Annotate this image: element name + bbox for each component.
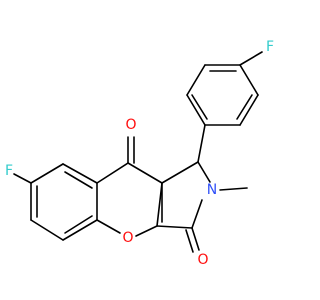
- atom-label-layer: F F O O O N: [5, 39, 274, 268]
- bond: [62, 219, 98, 241]
- atom-label-ring-oxygen: O: [122, 230, 133, 246]
- atom-label-fluorine-aryl: F: [266, 39, 274, 55]
- bond: [239, 64, 259, 96]
- bond: [191, 94, 208, 120]
- bond: [156, 182, 163, 227]
- molecule-drawing: F F O O O N: [4, 39, 275, 268]
- structure-svg: F F O O O N: [5, 39, 274, 268]
- bond: [161, 161, 199, 184]
- atom-label-ketone-oxygen: O: [125, 117, 136, 133]
- bond: [236, 94, 253, 120]
- bond: [186, 94, 206, 126]
- bond: [185, 229, 194, 253]
- bond: [13, 173, 32, 184]
- bond: [239, 51, 263, 66]
- bond: [191, 199, 203, 229]
- bond: [239, 94, 259, 126]
- bond: [64, 215, 93, 234]
- bond: [191, 227, 200, 251]
- bond: [156, 225, 193, 229]
- bond: [197, 124, 206, 163]
- bond: [30, 219, 64, 241]
- atom-label-lactam-oxygen: O: [197, 252, 208, 268]
- bond: [96, 219, 121, 234]
- atom-label-fluorine-chromene: F: [5, 163, 13, 179]
- bond: [30, 163, 64, 184]
- bond-layer: [13, 51, 263, 253]
- bond: [186, 64, 206, 96]
- atom-label-lactam-nitrogen: N: [207, 182, 217, 198]
- bond: [219, 187, 248, 191]
- bond: [96, 162, 129, 184]
- bond: [127, 162, 163, 184]
- bond: [135, 225, 158, 237]
- bond: [197, 161, 211, 183]
- bond: [62, 163, 98, 184]
- bond: [64, 171, 93, 189]
